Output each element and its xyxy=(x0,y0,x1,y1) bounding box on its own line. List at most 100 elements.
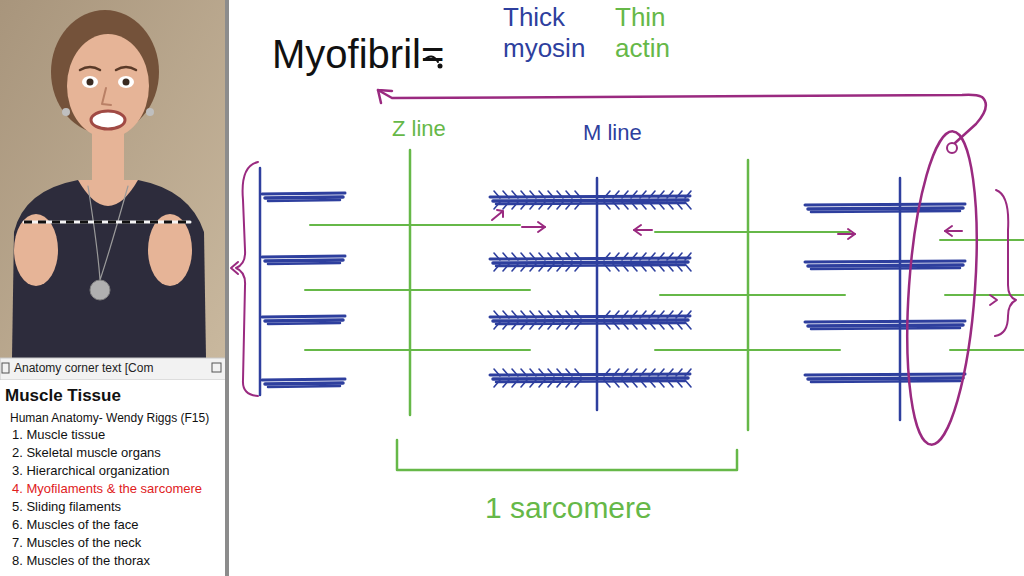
bracket-arrow xyxy=(990,295,997,305)
myosin-head xyxy=(575,322,581,329)
myosin-head xyxy=(548,380,554,387)
myosin-head xyxy=(676,202,682,209)
necklace-chain xyxy=(88,186,128,280)
myosin-head xyxy=(640,264,646,271)
myosin-head xyxy=(658,264,664,271)
myosin-head xyxy=(530,191,536,198)
bracket-arrow xyxy=(231,262,238,274)
myosin-head xyxy=(631,264,637,271)
neckline xyxy=(78,180,138,206)
myosin-head xyxy=(640,191,646,198)
topic-item: 8. Muscles of the thorax xyxy=(12,554,150,569)
myosin-head xyxy=(676,264,682,271)
eyebrow xyxy=(116,67,136,70)
thick-filament xyxy=(496,323,685,324)
myosin-head xyxy=(539,311,545,318)
myosin-head xyxy=(548,264,554,271)
myosin-head xyxy=(512,253,518,260)
window-title: Anatomy corner text [Com xyxy=(14,362,153,376)
myosin-head xyxy=(622,380,628,387)
thick-filament xyxy=(811,211,960,212)
myosin-head xyxy=(530,253,536,260)
thick-filament xyxy=(811,381,960,382)
myosin-head xyxy=(521,369,527,376)
myosin-head xyxy=(539,322,545,329)
myosin-head xyxy=(548,369,554,376)
myosin-head xyxy=(521,202,527,209)
thick-filament xyxy=(808,325,963,326)
myosin-head xyxy=(521,264,527,271)
myosin-head xyxy=(548,253,554,260)
bracket xyxy=(236,162,258,396)
thin-filament xyxy=(310,224,520,226)
myosin-head xyxy=(557,369,563,376)
thick-filament xyxy=(262,379,345,380)
thick-filament xyxy=(265,197,343,198)
myosin-head xyxy=(649,369,655,376)
myosin-head xyxy=(667,191,673,198)
myosin-head xyxy=(640,322,646,329)
thick-filament xyxy=(493,378,688,379)
myosin-head xyxy=(503,311,509,318)
thick-filament xyxy=(808,208,963,209)
myosin-head xyxy=(667,322,673,329)
myosin-head xyxy=(649,322,655,329)
myosin-head xyxy=(575,253,581,260)
myosin-head xyxy=(604,202,610,209)
myosin-head xyxy=(539,191,545,198)
thick-filament xyxy=(811,268,960,269)
myosin-head xyxy=(622,202,628,209)
thin-filament xyxy=(305,349,530,351)
myosin-head xyxy=(548,191,554,198)
myosin-head xyxy=(613,380,619,387)
course-name: Human Anatomy- Wendy Riggs (F15) xyxy=(10,412,209,426)
myosin-head xyxy=(548,322,554,329)
earring xyxy=(146,108,154,116)
myosin-head xyxy=(631,191,637,198)
m-line-label: M line xyxy=(583,120,642,146)
myosin-head xyxy=(613,311,619,318)
sidebar-heading: Muscle Tissue xyxy=(5,386,121,406)
myosin-head xyxy=(685,264,691,271)
topic-item: 1. Muscle tissue xyxy=(12,428,105,443)
myosin-head xyxy=(667,369,673,376)
topic-item: 2. Skeletal muscle organs xyxy=(12,446,161,461)
myosin-head xyxy=(575,311,581,318)
z-line-label: Z line xyxy=(392,116,446,142)
divider xyxy=(225,0,229,576)
myosin-head xyxy=(521,253,527,260)
myosin-head xyxy=(521,380,527,387)
m-line xyxy=(899,178,902,420)
hand xyxy=(148,214,192,286)
myosin-head xyxy=(566,311,572,318)
eye xyxy=(82,76,98,88)
myosin-head xyxy=(557,202,563,209)
thin-filament xyxy=(655,349,840,351)
thick-filament xyxy=(805,321,965,322)
myosin-head xyxy=(685,202,691,209)
myosin-head xyxy=(539,202,545,209)
myosin-head xyxy=(503,369,509,376)
thin-filament xyxy=(305,289,530,291)
myosin-head xyxy=(685,322,691,329)
myosin-head xyxy=(667,380,673,387)
topic-item: 5. Sliding filaments xyxy=(12,500,121,515)
myosin-head xyxy=(622,253,628,260)
myosin-head xyxy=(566,191,572,198)
myosin-head xyxy=(676,380,682,387)
myosin-head xyxy=(649,191,655,198)
myosin-head xyxy=(494,191,500,198)
pointer-arrow xyxy=(378,90,986,143)
sarcomere-bracket xyxy=(397,440,737,470)
topic-item: 3. Hierarchical organization xyxy=(12,464,170,479)
myosin-head xyxy=(685,253,691,260)
myosin-head xyxy=(622,264,628,271)
myosin-head xyxy=(494,369,500,376)
myosin-head xyxy=(604,369,610,376)
top-clothing xyxy=(12,180,206,358)
myosin-head xyxy=(631,369,637,376)
string-model xyxy=(24,221,190,224)
motion-arrow xyxy=(945,226,952,236)
thick-filament xyxy=(262,256,345,257)
